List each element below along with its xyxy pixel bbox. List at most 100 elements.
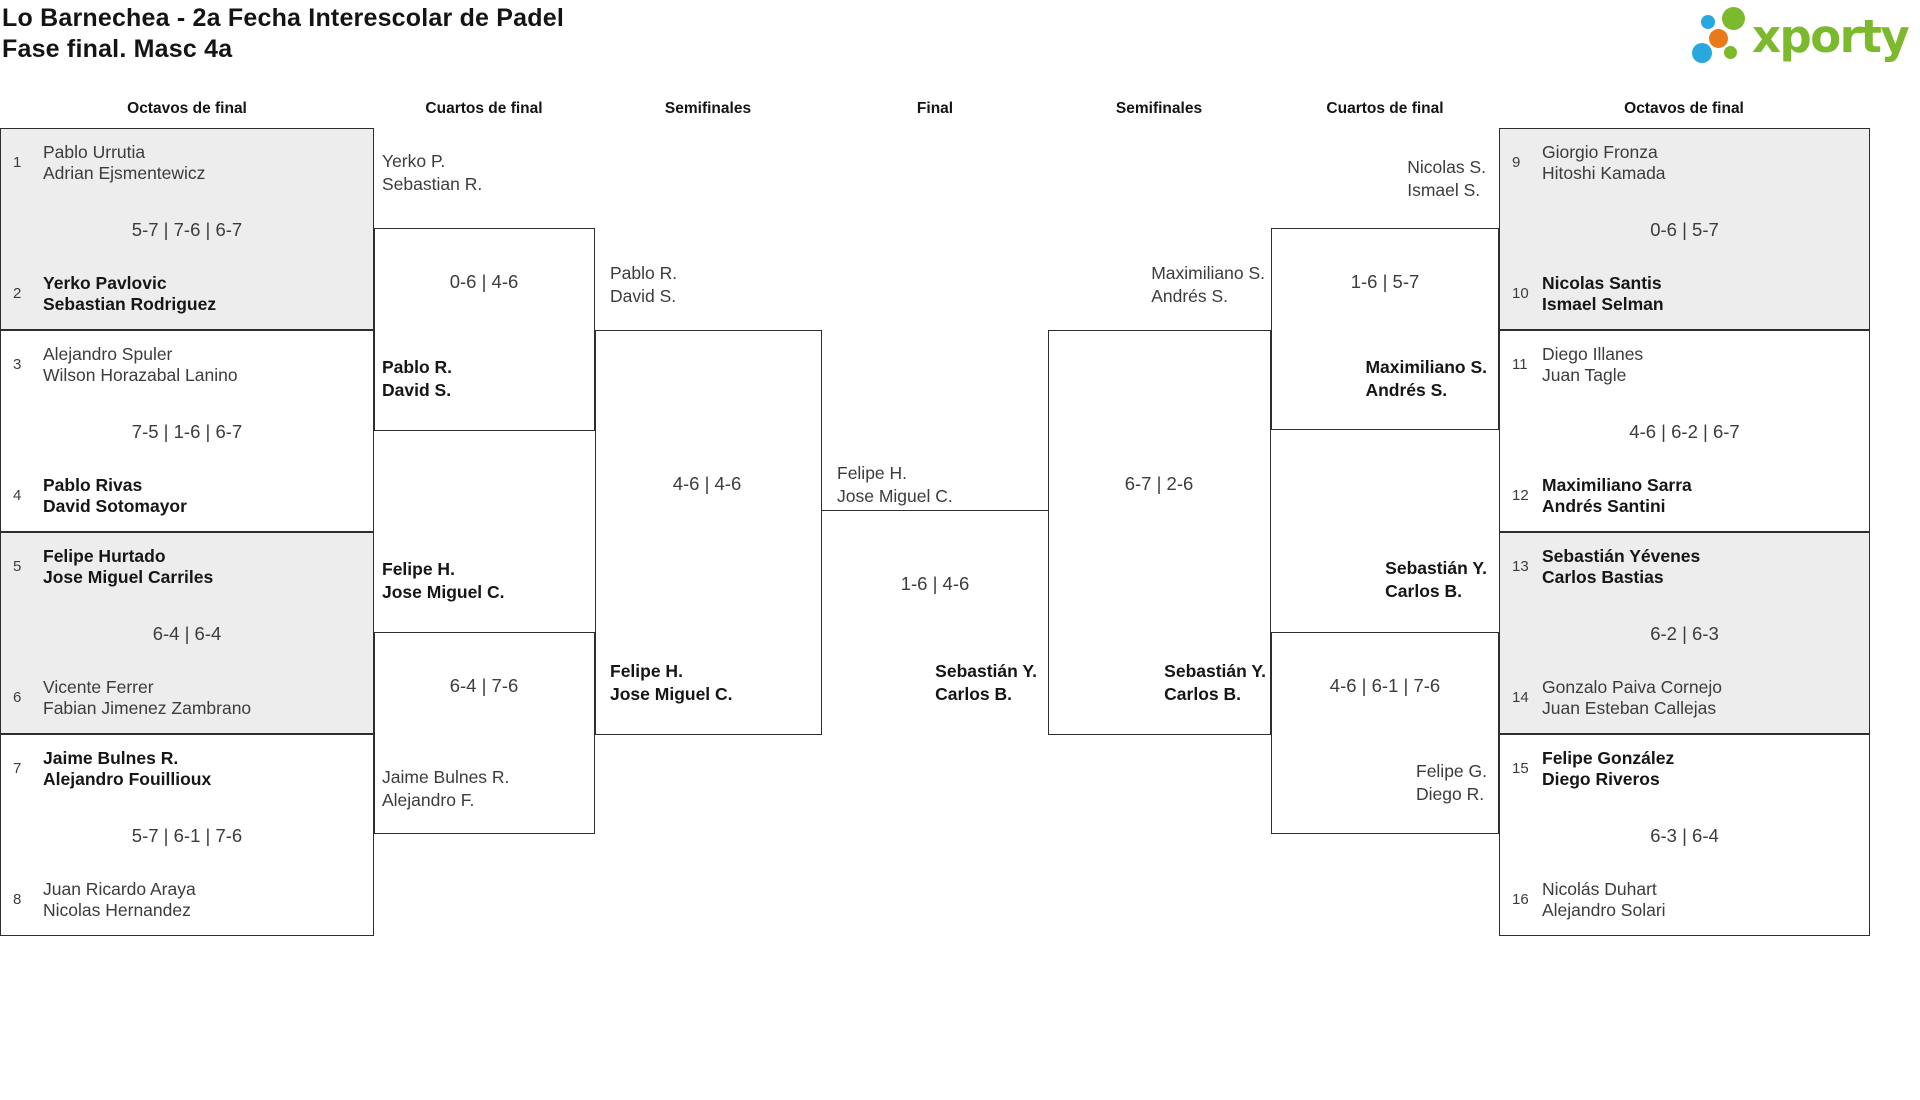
team-name-line: Yerko P. [382,151,446,171]
team-name-line: David S. [610,286,677,306]
team-name-line: David Sotomayor [43,496,187,516]
logo-dot-green-small [1724,46,1737,59]
team-name-line: Maximiliano S. [1151,263,1265,283]
team-name-line: Vicente Ferrer [43,677,154,697]
seed-number: 7 [13,760,22,777]
team-name-line: Hitoshi Kamada [1542,163,1666,183]
final-match-line [822,510,1048,511]
team-name-line: Maximiliano Sarra [1542,475,1692,495]
team-name-line: Felipe H. [382,559,455,579]
team-name-line: Felipe G. [1416,761,1487,781]
quarterfinal-box-left-top [374,228,595,431]
team-name-line: Pablo Rivas [43,475,143,495]
seed-number: 15 [1512,760,1529,777]
team-name-line: Juan Ricardo Araya [43,879,196,899]
team-name-line: Nicolás Duhart [1542,879,1657,899]
seed-number: 12 [1512,487,1529,504]
team-name-line: Nicolas Santis [1542,273,1662,293]
team-names: Jaime Bulnes R. Alejandro F. [382,766,509,812]
team-name-line: Diego Illanes [1542,344,1644,364]
team-name-line: Alejandro Spuler [43,344,173,364]
team-name-line: Jose Miguel C. [610,684,733,704]
match-score: 1-6 | 5-7 [1350,271,1420,292]
team-names: Maximiliano S. Andrés S. [1151,262,1265,308]
team-names: Sebastián Y. Carlos B. [1164,660,1266,706]
team-name-line: Jose Miguel C. [382,582,505,602]
team-name-line: Felipe Hurtado [43,546,166,566]
team-names: Sebastián Y.Carlos B. [935,660,1037,706]
round-header: Cuartos de final [425,100,543,117]
team-name-line: Sebastián Y. [935,661,1037,681]
semifinal-box-left [595,330,822,735]
seed-number: 10 [1512,285,1529,302]
team-name-line: Adrian Ejsmentewicz [43,163,206,183]
team-names: Yerko P.Sebastian R. [382,150,482,196]
match-score: 1-6 | 4-6 [900,573,970,594]
seed-number: 11 [1512,356,1528,373]
match-score: 0-6 | 4-6 [449,271,519,292]
team-name-line: David S. [382,380,452,400]
team-name-line: Jaime Bulnes R. [382,767,510,787]
team-name-line: Jaime Bulnes R. [43,748,179,768]
team-names: Maximiliano S. Andrés S. [1365,356,1487,402]
team-name-line: Ismael Selman [1542,294,1664,314]
seed-number: 6 [13,689,22,706]
match-score: 4-6 | 6-2 | 6-7 [1629,421,1740,442]
match-score: 6-2 | 6-3 [1650,623,1719,644]
team-name-line: Pablo R. [382,357,453,377]
seed-number: 1 [13,154,22,171]
match-score: 6-7 | 2-6 [1124,473,1194,494]
logo-dot-orange [1709,29,1728,48]
seed-number: 9 [1512,154,1521,171]
match-score: 5-7 | 6-1 | 7-6 [131,825,243,846]
seed-number: 5 [13,558,22,575]
team-name-line: Alejandro F. [382,790,475,810]
team-name-line: Andrés S. [1365,380,1448,400]
team-name-line: Maximiliano S. [1365,357,1487,377]
team-name-line: Ismael S. [1407,180,1481,200]
team-name-line: Diego Riveros [1542,769,1660,789]
team-name-line: Carlos B. [1164,684,1241,704]
team-names: Pablo R.David S. [610,262,677,308]
team-names: Jaime Bulnes R.Alejandro Fouillioux [43,748,211,790]
seed-number: 14 [1512,689,1529,706]
team-name-line: Sebastián Y. [1164,661,1266,681]
team-name-line: Andrés Santini [1542,496,1666,516]
team-name-line: Andrés S. [1151,286,1229,306]
team-name-line: Alejandro Fouillioux [43,769,212,789]
round-header: Octavos de final [1624,100,1744,117]
match-score: 4-6 | 4-6 [672,473,742,494]
team-name-line: Alejandro Solari [1542,900,1666,920]
team-name-line: Felipe González [1542,748,1675,768]
team-name-line: Sebastian Rodriguez [43,294,217,314]
first-round-box-seeds-7-8: 7 Jaime Bulnes R.Alejandro Fouillioux 5-7 … [0,734,374,936]
round-header: Cuartos de final [1326,100,1444,117]
team-name-line: Jose Miguel Carriles [43,567,214,587]
team-name-line: Diego R. [1416,784,1485,804]
match-score: 6-3 | 6-4 [1650,825,1719,846]
match-score: 6-4 | 6-4 [152,623,222,644]
team-name-line: Juan Esteban Callejas [1542,698,1717,718]
team-names: Felipe G. Diego R. [1416,760,1487,806]
team-name-line: Felipe H. [610,661,683,681]
match-score: 6-4 | 7-6 [449,675,519,696]
semifinal-box-right [1048,330,1271,735]
quarterfinal-box-right-bottom [1271,632,1499,834]
team-name-line: Nicolas Hernandez [43,900,191,920]
round-header: Semifinales [1115,100,1203,117]
